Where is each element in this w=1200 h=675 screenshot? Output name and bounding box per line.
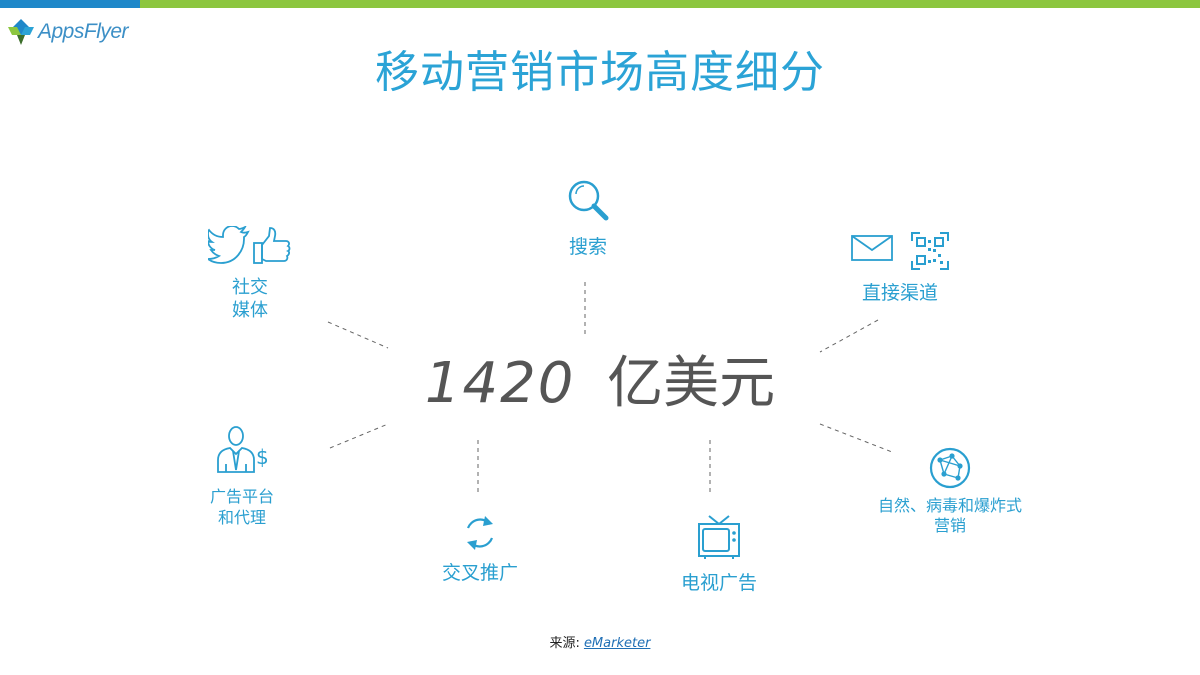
category-organic-label-line2: 营销 <box>933 516 966 535</box>
category-tv-ads: 电视广告 <box>666 514 772 595</box>
category-social-label-line2: 媒体 <box>232 300 268 321</box>
connector-organic <box>819 423 893 453</box>
brand-name: AppsFlyer <box>38 20 129 43</box>
connector-direct <box>819 319 879 353</box>
svg-text:$: $ <box>256 445 268 469</box>
thumbs-up-icon <box>253 227 291 264</box>
category-ad-platforms: $ 广告平台 和代理 <box>196 424 288 528</box>
category-search-label: 搜索 <box>568 236 607 258</box>
refresh-cycle-icon <box>466 516 494 550</box>
appsflyer-logo-icon <box>8 19 34 45</box>
businessman-dollar-icon: $ <box>217 426 268 473</box>
twitter-bird-icon <box>208 226 250 264</box>
category-social-media: 社交 媒体 <box>200 226 300 322</box>
tv-icon <box>698 515 740 559</box>
connector-ad <box>329 423 389 449</box>
page-title: 移动营销市场高度细分 <box>375 47 825 98</box>
search-icon <box>568 180 609 221</box>
mail-icon <box>851 235 893 261</box>
source-citation: 来源:eMarketer <box>0 632 1200 651</box>
market-size-number: 1420 <box>424 351 576 416</box>
source-link[interactable]: eMarketer <box>583 636 651 651</box>
category-organic-label-line1: 自然、病毒和爆炸式 <box>877 496 1022 515</box>
source-label: 来源: <box>549 636 580 651</box>
appsflyer-logo: AppsFlyer <box>6 16 129 48</box>
category-organic-viral: 自然、病毒和爆炸式 营销 <box>866 446 1034 536</box>
category-tv-label: 电视广告 <box>680 572 757 594</box>
category-search: 搜索 <box>548 178 628 259</box>
connector-social <box>327 321 389 349</box>
top-accent-bar-blue <box>0 0 140 8</box>
market-size-unit: 亿美元 <box>607 351 776 416</box>
category-cross-label: 交叉推广 <box>441 562 518 584</box>
category-ad-label-line2: 和代理 <box>217 508 266 527</box>
network-globe-icon <box>929 447 971 489</box>
category-direct-channels: 直接渠道 <box>838 232 962 305</box>
top-accent-bar-green <box>140 0 1200 8</box>
category-ad-label-line1: 广告平台 <box>209 487 274 506</box>
category-direct-label: 直接渠道 <box>861 282 938 304</box>
category-cross-promotion: 交叉推广 <box>428 512 532 585</box>
category-social-label-line1: 社交 <box>232 277 268 298</box>
qr-code-icon <box>911 232 949 270</box>
market-size-value: 1420 亿美元 <box>380 338 820 419</box>
